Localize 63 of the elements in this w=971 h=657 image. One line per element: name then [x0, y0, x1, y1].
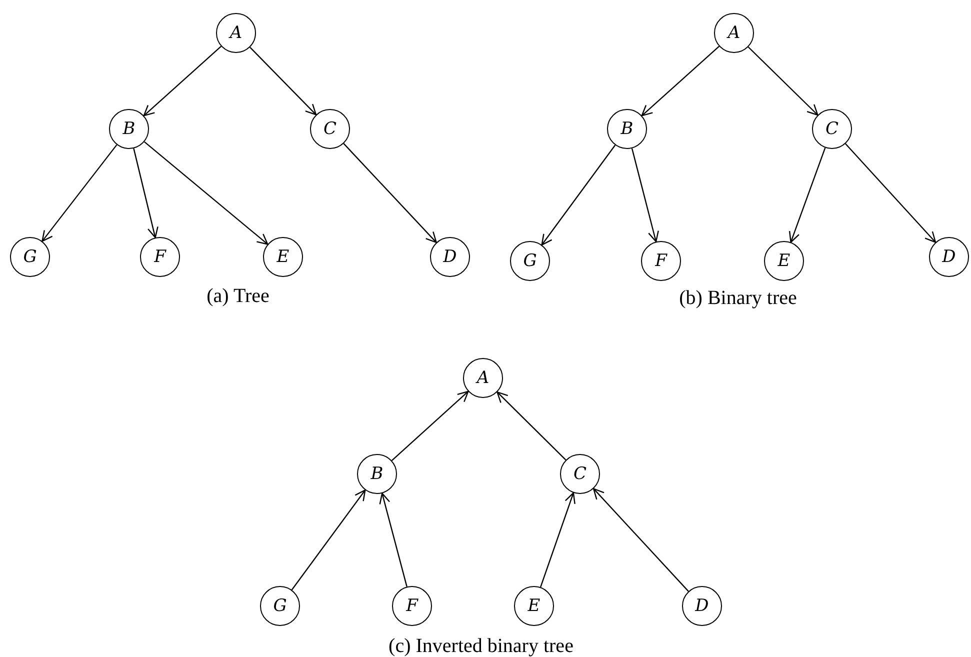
node-label: G	[23, 248, 37, 266]
node-label: A	[476, 370, 490, 386]
arrow	[496, 391, 566, 460]
node-label: D	[443, 248, 457, 266]
node-label: D	[695, 598, 709, 614]
arrow	[541, 144, 616, 246]
node-label: A	[230, 24, 242, 42]
node-circle	[764, 241, 804, 281]
node-label: F	[655, 252, 667, 270]
arrow	[343, 143, 437, 243]
node-label: C	[573, 466, 586, 482]
arrow	[788, 148, 826, 243]
node-circle	[714, 13, 754, 53]
node-label: E	[528, 598, 540, 614]
arrow	[631, 148, 659, 242]
arrow	[144, 141, 268, 245]
caption: (b) Binary tree	[679, 288, 797, 308]
arrow	[291, 490, 366, 590]
node-circle	[109, 109, 149, 149]
node-circle	[140, 237, 180, 277]
arrow	[391, 390, 469, 462]
node-circle	[260, 586, 300, 626]
caption: (a) Tree	[206, 286, 270, 306]
caption: (c) Inverted binary tree	[388, 636, 574, 656]
node-label: C	[825, 120, 838, 138]
node-label: B	[620, 120, 634, 138]
node-label: B	[370, 466, 384, 482]
node-circle	[216, 13, 256, 53]
arrow	[592, 488, 689, 592]
arrow	[42, 144, 118, 242]
node-circle	[263, 237, 303, 277]
node-label: C	[323, 120, 336, 138]
arrow	[748, 46, 818, 116]
arrow	[133, 148, 158, 238]
node-label: F	[154, 248, 166, 266]
node-label: A	[728, 24, 740, 42]
node-circle	[641, 241, 681, 281]
node-circle	[560, 454, 600, 494]
node-circle	[357, 454, 397, 494]
arrow	[845, 143, 936, 243]
arrow	[379, 492, 408, 587]
arrow	[143, 46, 222, 116]
node-label: B	[122, 120, 136, 138]
node-circle	[607, 109, 647, 149]
node-circle	[310, 109, 350, 149]
node-circle	[510, 241, 550, 281]
node-circle	[10, 237, 50, 277]
node-circle	[392, 586, 432, 626]
node-label: D	[942, 248, 956, 266]
node-label: G	[523, 252, 537, 270]
node-label: E	[778, 252, 790, 270]
node-circle	[812, 109, 852, 149]
node-circle	[929, 237, 969, 277]
arrow	[641, 46, 720, 116]
node-label: E	[276, 248, 290, 266]
arrow	[540, 492, 576, 588]
node-label: G	[273, 598, 287, 614]
node-circle	[463, 358, 503, 398]
node-circle	[682, 586, 722, 626]
arrow	[250, 46, 317, 116]
node-circle	[430, 237, 470, 277]
node-label: F	[406, 598, 418, 614]
node-circle	[514, 586, 554, 626]
